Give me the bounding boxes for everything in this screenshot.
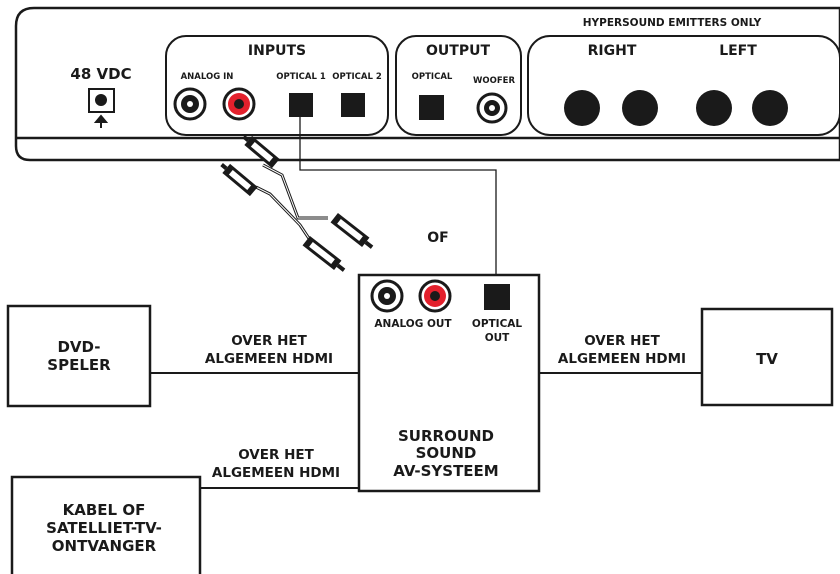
analog-in-label: ANALOG IN [181, 72, 234, 82]
left-emitter-jack-1[interactable] [696, 90, 732, 126]
receiver-line1: KABEL OF [63, 501, 146, 519]
surround-name-line2: SOUND [416, 444, 477, 462]
power-jack-pin [95, 94, 107, 106]
woofer-label: WOOFER [473, 76, 515, 86]
receiver-link-line2: ALGEMEEN HDMI [212, 465, 340, 481]
analog-rca-cable [220, 135, 374, 272]
analog-out-label: ANALOG OUT [374, 318, 452, 330]
tv-link-line1: OVER HET [584, 333, 660, 349]
dvd-player-line1: DVD- [57, 338, 100, 356]
power-arrow-icon [93, 114, 109, 128]
woofer-jack[interactable] [476, 92, 508, 124]
right-emitter-jack-1[interactable] [564, 90, 600, 126]
output-label: OUTPUT [426, 43, 490, 59]
surround-name-line1: SURROUND [398, 427, 494, 445]
tv-box [700, 307, 834, 407]
optical-2-port[interactable] [341, 93, 365, 117]
dvd-link-line1: OVER HET [231, 333, 307, 349]
rca-plug-white-top [242, 135, 280, 169]
tv: TV [700, 307, 834, 407]
dvd-player-box [6, 304, 152, 408]
optical-cable [299, 117, 497, 284]
optical-out-port-label: OPTICAL [412, 72, 453, 82]
or-label: OF [427, 230, 448, 246]
surround-sound-system: ANALOG OUT OPTICAL OUT SURROUND SOUND AV… [357, 273, 541, 493]
power-label: 48 VDC [70, 65, 131, 83]
inputs-panel [165, 35, 389, 136]
optical-out-label-line1: OPTICAL [472, 318, 523, 330]
surround-name-line3: AV-SYSTEEM [393, 462, 498, 480]
cable-satellite-receiver: KABEL OF SATELLIET-TV- ONTVANGER [10, 475, 202, 574]
optical-2-label: OPTICAL 2 [332, 72, 382, 82]
left-label: LEFT [719, 43, 757, 59]
dvd-link-line2: ALGEMEEN HDMI [205, 351, 333, 367]
receiver-line2: SATELLIET-TV- [46, 519, 162, 537]
rca-plug-red-top [220, 163, 258, 197]
tv-label: TV [756, 350, 778, 368]
analog-in-red-jack[interactable] [222, 87, 256, 121]
analog-out-red-jack[interactable] [418, 279, 452, 313]
rca-plug-red-bottom [302, 235, 346, 272]
optical-1-label: OPTICAL 1 [276, 72, 326, 82]
analog-in-white-jack[interactable] [173, 87, 207, 121]
analog-out-white-jack[interactable] [370, 279, 404, 313]
receiver-box [10, 475, 202, 574]
optical-out-label-line2: OUT [485, 332, 510, 344]
optical-1-port[interactable] [289, 93, 313, 117]
optical-output-port[interactable] [419, 95, 444, 120]
hypersound-unit: HYPERSOUND EMITTERS ONLY 48 VDC INPUTS A… [14, 6, 840, 162]
tv-link-line2: ALGEMEEN HDMI [558, 351, 686, 367]
optical-out-port[interactable] [484, 284, 510, 310]
emitters-only-header: HYPERSOUND EMITTERS ONLY [583, 17, 762, 29]
rca-plug-white-bottom [330, 212, 374, 249]
inputs-label: INPUTS [248, 43, 306, 59]
receiver-line3: ONTVANGER [52, 537, 157, 555]
dvd-player: DVD- SPELER [6, 304, 152, 408]
right-label: RIGHT [588, 43, 637, 59]
dvd-player-line2: SPELER [47, 356, 111, 374]
receiver-link-line1: OVER HET [238, 447, 314, 463]
left-emitter-jack-2[interactable] [752, 90, 788, 126]
right-emitter-jack-2[interactable] [622, 90, 658, 126]
